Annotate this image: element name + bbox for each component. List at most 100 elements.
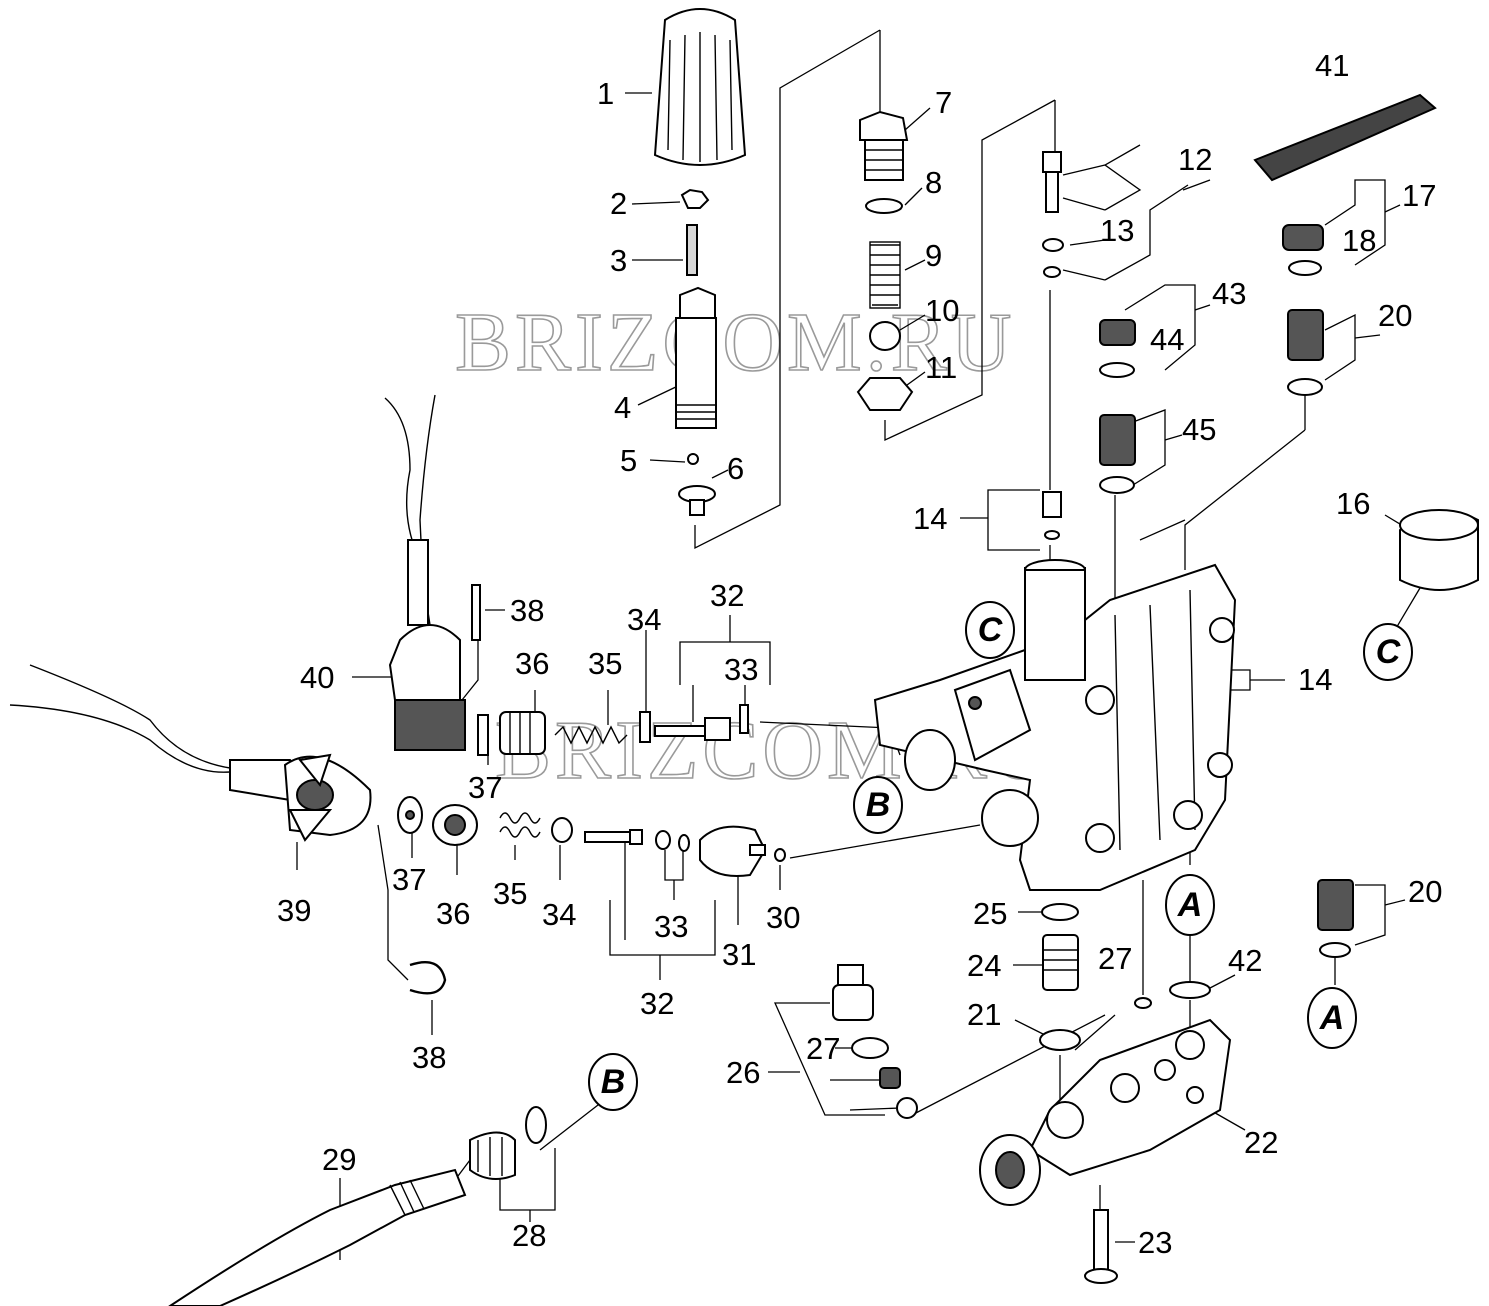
sleeve-o-ring [1044,530,1060,540]
injector-fitting [832,964,874,1021]
callout-32-bottom: 32 [640,986,674,1021]
callout-6: 6 [727,451,744,486]
callout-42: 42 [1228,943,1262,978]
switch-spring [554,725,628,745]
watermark-top: BRIZCOM.RU [455,296,1015,389]
hex-nut [680,188,710,209]
unloader-body [675,286,717,429]
pump-manifold [873,559,1237,891]
callout-9: 9 [925,238,942,273]
callout-17: 17 [1402,178,1436,213]
ref-a-manifold: A [1165,874,1215,936]
high-pressure-hose [168,1168,467,1306]
ref-c-cap: C [1363,623,1413,681]
label-strip [1253,93,1437,182]
callout-35-top: 35 [588,646,622,681]
plug-cap [1282,224,1324,251]
check-valve-o-ring [1287,378,1323,396]
pin-washer [477,714,489,756]
callout-14-left: 14 [913,501,947,536]
callout-31: 31 [722,937,756,972]
inlet-head [979,1018,1232,1206]
callout-3: 3 [610,243,627,278]
callout-33-top: 33 [724,652,758,687]
callout-labels: 1 2 3 4 5 6 7 8 9 10 11 12 13 14 14 16 1… [277,48,1442,1260]
callout-45: 45 [1182,412,1216,447]
callout-25: 25 [973,896,1007,931]
pressure-switch [384,394,466,751]
svg-text:B: B [866,786,891,824]
spare-o-ring [1319,942,1351,958]
callout-24: 24 [967,948,1001,983]
svg-text:C: C [1376,633,1401,671]
set-screw [686,224,698,276]
callout-8: 8 [925,165,942,200]
callout-1: 1 [597,76,614,111]
nozzle-fitting [699,825,767,877]
spare-check-valve [1317,879,1354,931]
oil-cap [1399,509,1479,591]
bypass-fitting [859,110,909,181]
callout-44: 44 [1150,322,1184,357]
callout-27-left: 27 [806,1031,840,1066]
control-knob [653,8,747,166]
callout-23: 23 [1138,1225,1172,1260]
callout-22: 22 [1244,1125,1278,1160]
callout-36-top: 36 [515,646,549,681]
callout-32-top: 32 [710,578,744,613]
callout-21: 21 [967,997,1001,1032]
fitting-o-ring [774,848,786,862]
round-washer [551,817,573,843]
callout-20-top: 20 [1378,298,1412,333]
ball [687,453,699,465]
small-o-ring [1043,266,1061,278]
lock-nut [856,377,914,411]
inlet-valve-o-ring [1099,476,1135,494]
callout-35-bottom: 35 [493,876,527,911]
callout-2: 2 [610,186,627,221]
callout-28: 28 [512,1218,546,1253]
o-ring [865,198,903,214]
valve-cap [1099,319,1136,346]
callout-33-bottom: 33 [654,909,688,944]
callout-26: 26 [726,1055,760,1090]
wire-connector [9,664,372,842]
callout-4: 4 [614,390,631,425]
injector-washer [896,1097,918,1119]
svg-text:A: A [1177,886,1203,924]
callout-38-top: 38 [510,593,544,628]
head-o-ring [1039,1029,1081,1051]
hose-coupler [469,1131,516,1180]
callout-40: 40 [300,660,334,695]
port-o-ring [1169,981,1211,999]
sleeve [1042,491,1062,518]
threaded-fitting [432,804,478,846]
svg-text:A: A [1319,999,1345,1037]
shaft-washer [655,830,671,850]
valve-cap-o-ring [1099,362,1135,378]
valve-sleeve [1042,934,1079,991]
valve-seat [678,485,716,516]
small-seal [1134,997,1152,1009]
ref-c-manifold: C [965,601,1015,659]
callout-13: 13 [1100,213,1134,248]
injector-filter [879,1067,901,1089]
plug-o-ring [1288,260,1322,276]
callout-16: 16 [1336,486,1370,521]
mounting-screw [1084,1209,1118,1284]
check-valve [1287,309,1324,361]
svg-text:C: C [978,611,1003,649]
spring [869,241,901,309]
inlet-valve [1099,414,1136,466]
ref-b-hose: B [588,1053,638,1111]
u-clip [409,960,447,995]
coil-spring [499,812,541,838]
sleeve-seal [1041,903,1079,921]
callout-34-bottom: 34 [542,897,576,932]
valve-stem [1042,151,1062,213]
ref-b-manifold: B [853,776,903,834]
callout-29: 29 [322,1142,356,1177]
shaft-o-ring [678,834,690,852]
callout-11: 11 [925,350,957,385]
callout-10: 10 [925,293,959,328]
